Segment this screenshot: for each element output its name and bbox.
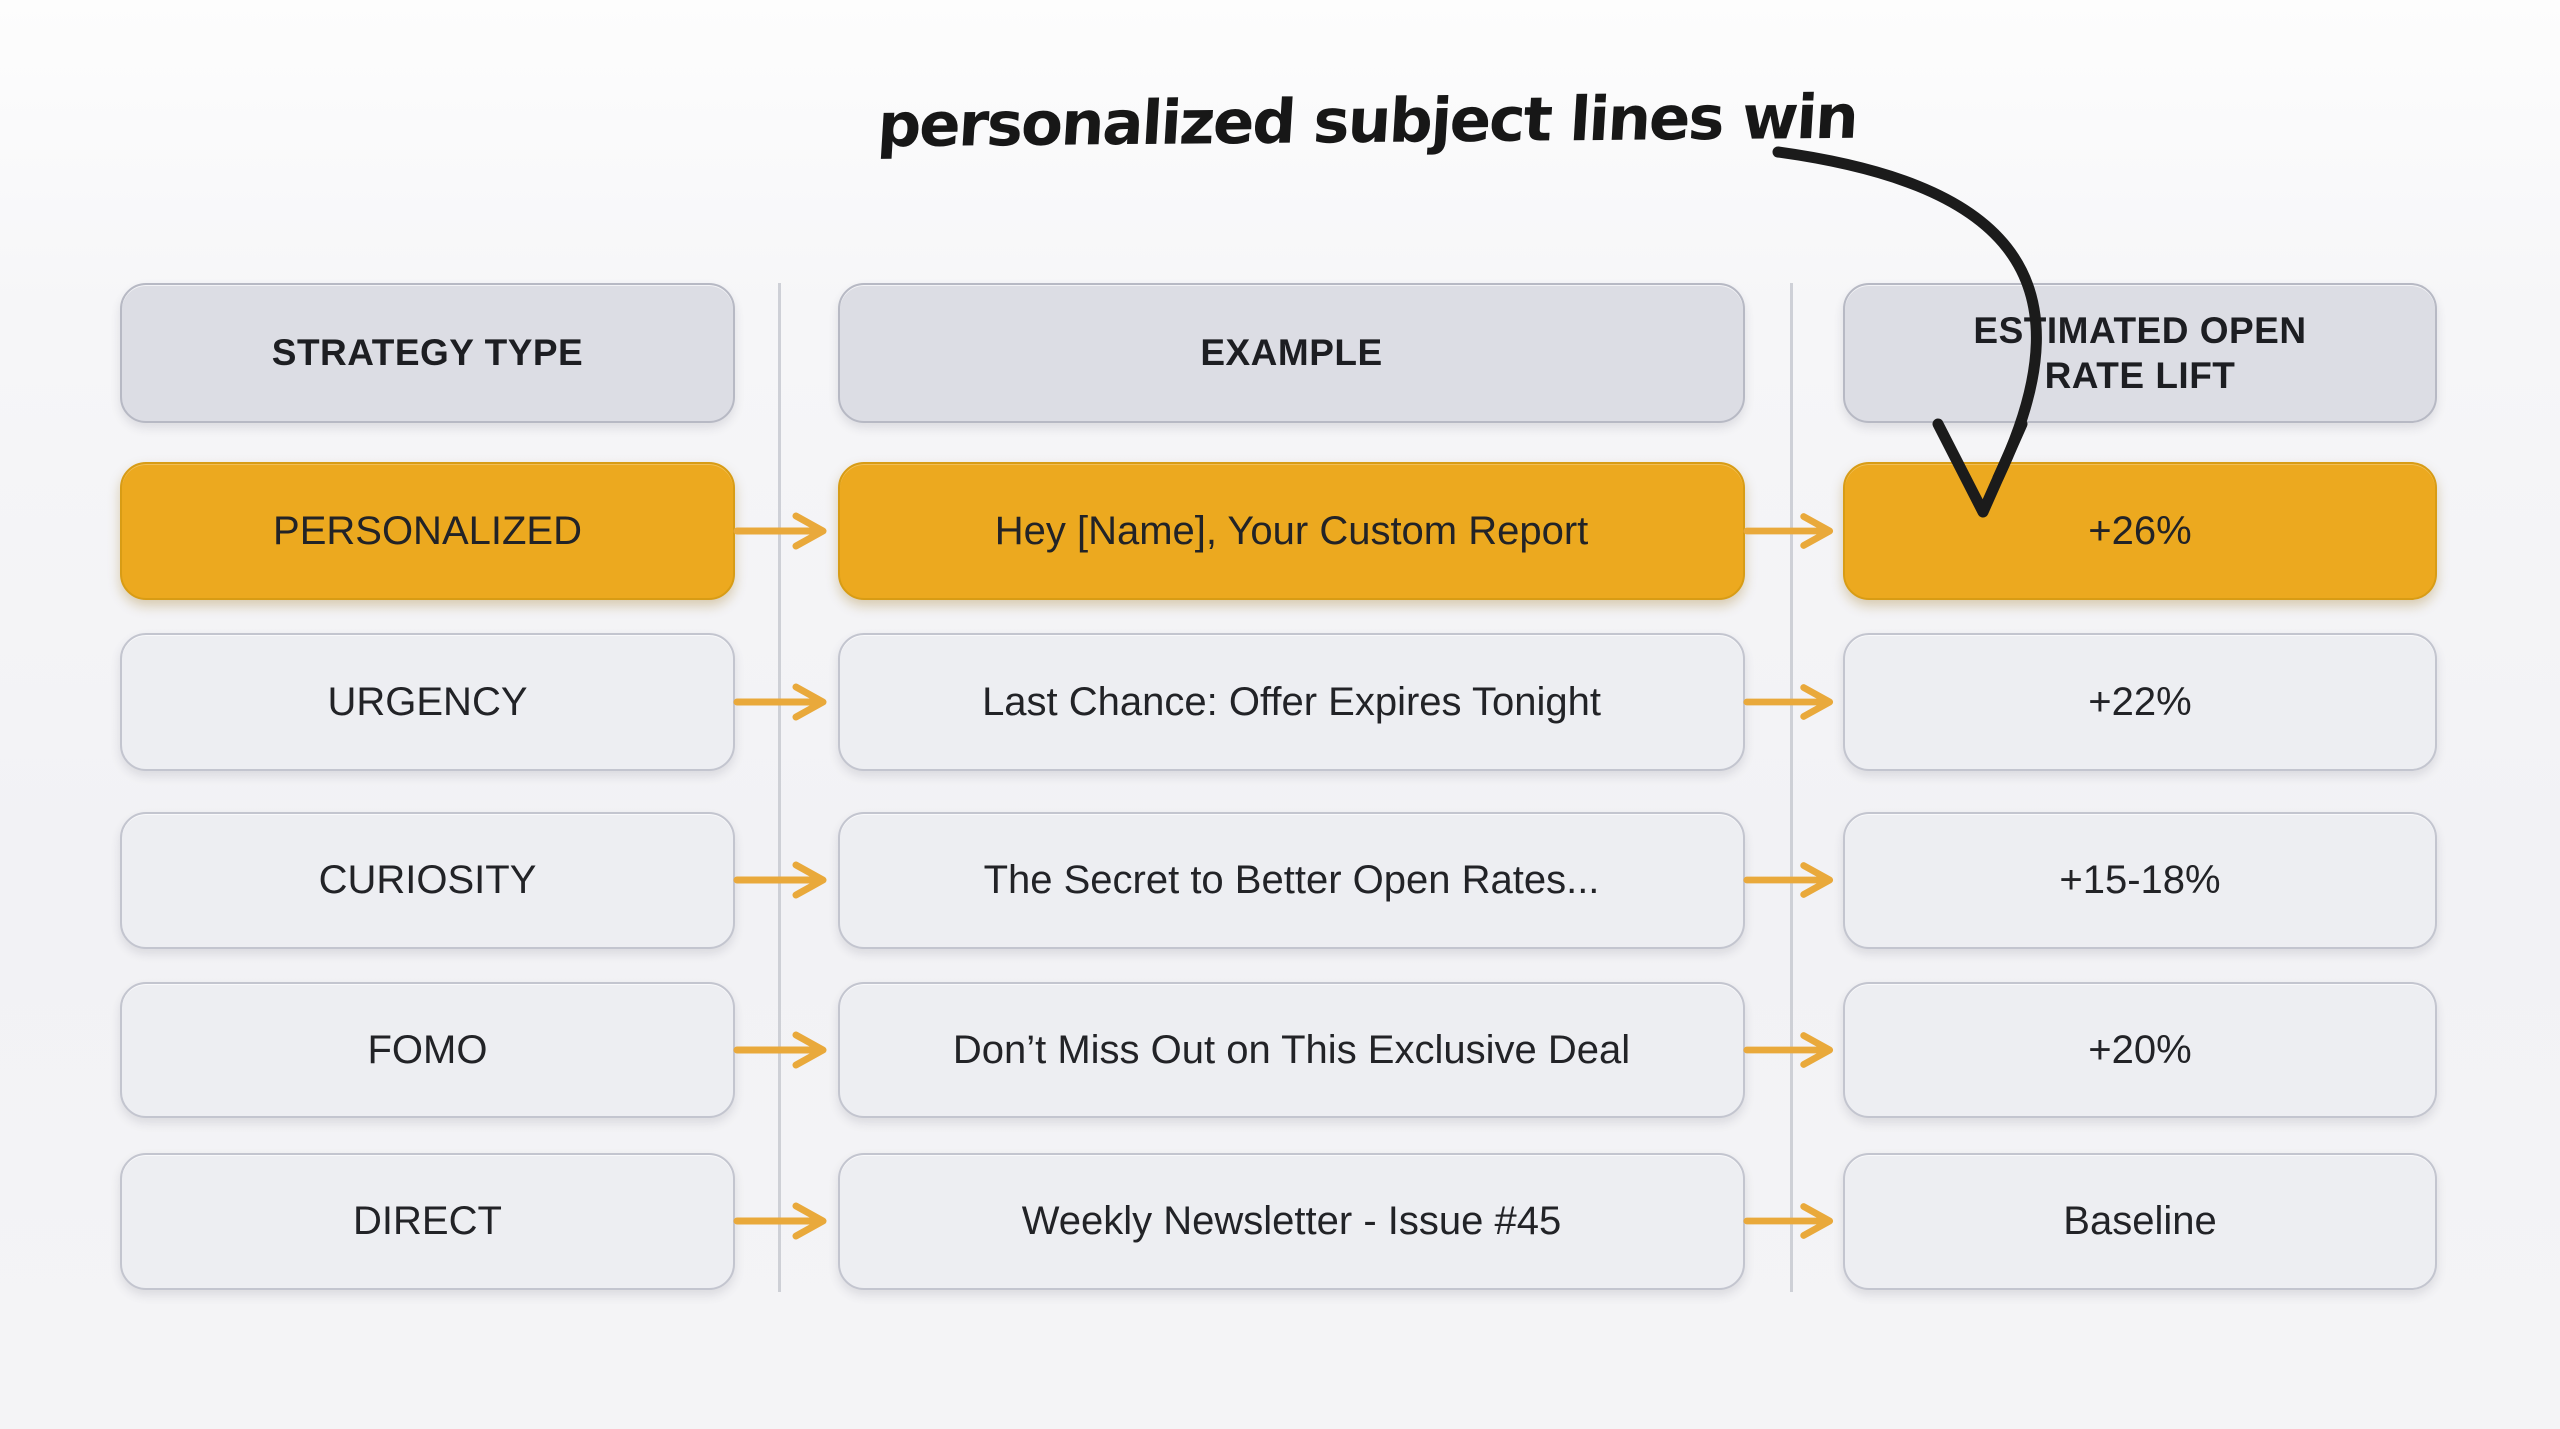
example-cell: Hey [Name], Your Custom Report <box>838 462 1745 600</box>
example-cell: Last Chance: Offer Expires Tonight <box>838 633 1745 771</box>
example-cell: The Secret to Better Open Rates... <box>838 812 1745 949</box>
flow-arrow-icon <box>1743 1203 1834 1239</box>
column-divider-1 <box>778 283 781 1292</box>
column-divider-2 <box>1790 283 1793 1292</box>
lift-cell: +26% <box>1843 462 2437 600</box>
flow-arrow-icon <box>1743 684 1834 720</box>
flow-arrow-icon <box>1743 1032 1834 1068</box>
lift-cell: Baseline <box>1843 1153 2437 1290</box>
header-cell-example: EXAMPLE <box>838 283 1745 423</box>
strategy-cell: DIRECT <box>120 1153 735 1290</box>
flow-arrow-icon <box>1743 862 1834 898</box>
example-cell: Don’t Miss Out on This Exclusive Deal <box>838 982 1745 1118</box>
flow-arrow-icon <box>1743 513 1834 549</box>
example-cell: Weekly Newsletter - Issue #45 <box>838 1153 1745 1290</box>
lift-cell: +20% <box>1843 982 2437 1118</box>
header-cell-open-rate-lift: ESTIMATED OPEN RATE LIFT <box>1843 283 2437 423</box>
annotation-text: personalized subject lines win <box>875 81 1860 162</box>
lift-cell: +15-18% <box>1843 812 2437 949</box>
flow-arrow-icon <box>733 861 827 899</box>
flow-arrow-icon <box>733 512 827 550</box>
header-cell-strategy-type: STRATEGY TYPE <box>120 283 735 423</box>
flow-arrow-icon <box>733 683 827 721</box>
strategy-cell: URGENCY <box>120 633 735 771</box>
strategy-cell: FOMO <box>120 982 735 1118</box>
strategy-cell: CURIOSITY <box>120 812 735 949</box>
flow-arrow-icon <box>733 1031 827 1069</box>
strategy-cell: PERSONALIZED <box>120 462 735 600</box>
lift-cell: +22% <box>1843 633 2437 771</box>
flow-arrow-icon <box>733 1202 827 1240</box>
